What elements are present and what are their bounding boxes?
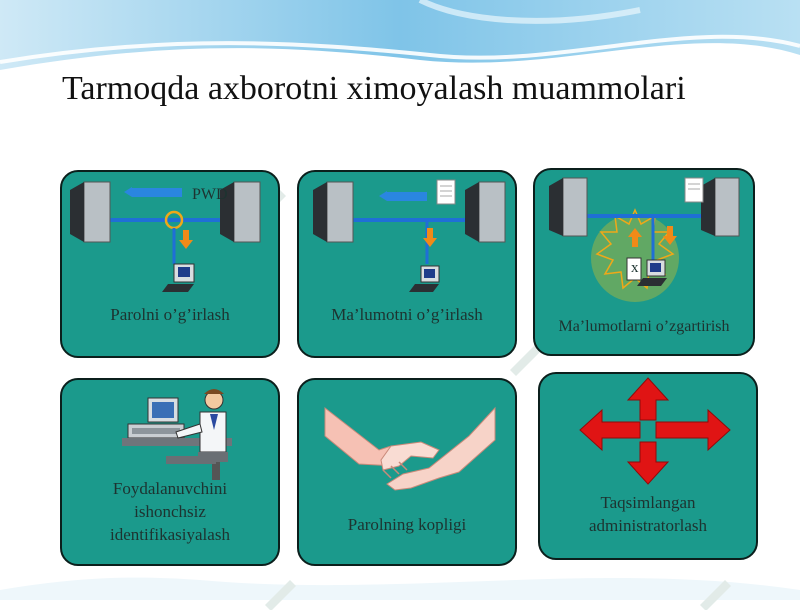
pwd-label: PWD xyxy=(192,186,228,203)
card-caption: Parolni o’g’irlash xyxy=(110,305,230,324)
card-data-modification: x Ma’lumotlarni o’zgartirish xyxy=(533,168,755,356)
arrow-up-icon xyxy=(626,377,670,421)
server-icon xyxy=(465,181,506,243)
workstation-icon xyxy=(162,263,195,292)
server-icon xyxy=(701,177,740,237)
arrow-down-icon xyxy=(626,441,670,485)
workstation-icon xyxy=(409,265,440,292)
server-icon xyxy=(70,181,111,243)
workstation-icon xyxy=(626,257,667,286)
card-caption-line: administratorlash xyxy=(588,516,708,535)
card-distributed-administration: Taqsimlangan administratorlash xyxy=(538,372,758,560)
person-icon xyxy=(166,389,228,480)
card-caption: Ma’lumotni o’g’irlash xyxy=(331,305,483,324)
arrow-up-icon xyxy=(628,228,642,247)
handshake-illustration xyxy=(324,406,496,491)
modified-mark: x xyxy=(631,260,639,276)
card-caption: Parolning kopligi xyxy=(347,515,467,534)
card-caption: Ma’lumotlarni o’zgartirish xyxy=(558,318,730,335)
card-password-theft: PWD Parolni o’g’irlash xyxy=(60,170,280,358)
arrow-left-icon xyxy=(579,408,641,452)
card-caption-line: identifikasiyalash xyxy=(110,525,230,544)
watermark-arrow xyxy=(265,580,296,610)
card-caption-line: Foydalanuvchini xyxy=(112,479,228,498)
document-icon xyxy=(436,179,456,205)
network-diagram xyxy=(549,177,740,302)
server-icon xyxy=(313,181,354,243)
arrow-right-icon xyxy=(655,408,731,452)
slide-title: Tarmoqda axborotni ximoyalash muammolari xyxy=(62,70,686,107)
arrow-down-icon xyxy=(423,228,437,247)
arrow-down-icon xyxy=(663,226,677,245)
computer-icon xyxy=(127,397,185,439)
server-icon xyxy=(220,181,261,243)
card-data-theft: Ma’lumotni o’g’irlash xyxy=(297,170,517,358)
watermark-arrow xyxy=(700,580,731,610)
server-icon xyxy=(549,177,588,237)
four-way-arrows-illustration xyxy=(579,377,731,485)
document-icon xyxy=(684,177,704,203)
card-many-passwords: Parolning kopligi xyxy=(297,378,517,566)
arrow-down-icon xyxy=(179,230,193,249)
network-diagram xyxy=(70,181,261,292)
card-untrusted-identification: Foydalanuvchini ishonchsiz identifikasiy… xyxy=(60,378,280,566)
network-diagram xyxy=(313,179,506,292)
card-caption-line: Taqsimlangan xyxy=(600,493,696,512)
user-at-computer-illustration xyxy=(122,389,232,480)
card-caption-line: ishonchsiz xyxy=(134,502,206,521)
